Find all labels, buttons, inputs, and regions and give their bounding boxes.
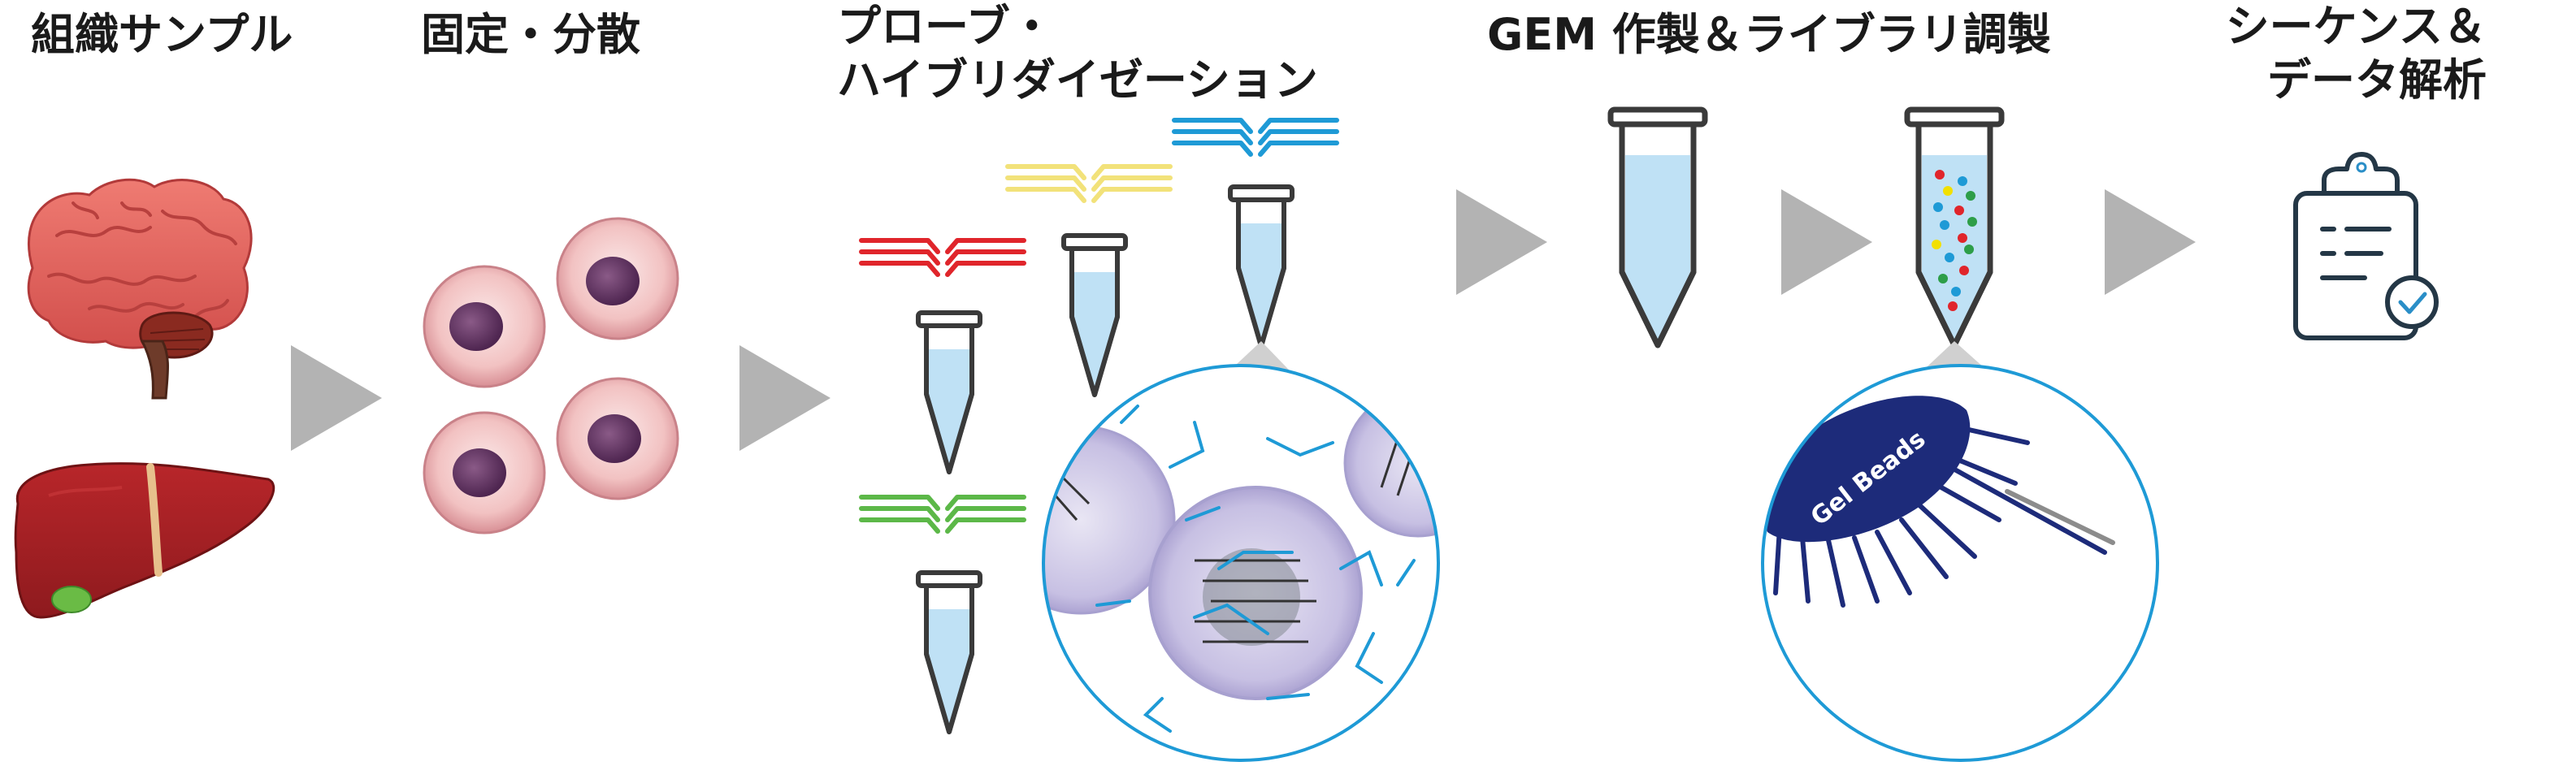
cell-top-right bbox=[556, 217, 679, 340]
brain-icon bbox=[27, 178, 253, 400]
probe-set-red bbox=[859, 238, 1026, 277]
droplet bbox=[1967, 217, 1977, 227]
arrow-1 bbox=[291, 345, 382, 451]
probe-set-blue bbox=[1172, 118, 1339, 157]
clipboard-check-icon bbox=[2293, 152, 2439, 340]
step-label-probe-line1: プローブ・ bbox=[837, 1, 1054, 52]
step-label-seq-line1: シーケンス＆ bbox=[2225, 1, 2487, 52]
probe-set-yellow bbox=[1005, 164, 1173, 203]
tube-gem-empty bbox=[1611, 110, 1705, 345]
droplet bbox=[1958, 233, 1967, 243]
cell-bottom-right bbox=[556, 377, 679, 500]
droplet bbox=[1954, 206, 1964, 215]
droplet bbox=[1932, 240, 1941, 249]
cell-top-left bbox=[423, 265, 546, 388]
droplet bbox=[1940, 220, 1949, 230]
step-label-sequencing-analysis: シーケンス＆ データ解析 bbox=[2226, 0, 2487, 107]
gem-droplets bbox=[1932, 170, 1977, 311]
cell-bottom-left bbox=[423, 411, 546, 534]
liver-icon bbox=[14, 462, 275, 619]
step-label-seq-line2: データ解析 bbox=[2267, 54, 2487, 106]
droplet bbox=[1951, 287, 1961, 296]
arrow-5 bbox=[2105, 189, 2196, 295]
droplet bbox=[1943, 186, 1953, 196]
step-label-probe-hybridization: プローブ・ ハイブリダイゼーション bbox=[837, 0, 1318, 107]
droplet bbox=[1933, 202, 1943, 212]
step-label-gem-library: GEM 作製＆ライブラリ調製 bbox=[1487, 9, 2051, 60]
droplet bbox=[1935, 170, 1945, 180]
droplet bbox=[1959, 266, 1969, 275]
arrow-4 bbox=[1781, 189, 1872, 295]
step-label-fixation-dissociation: 固定・分散 bbox=[421, 9, 640, 60]
droplet bbox=[1945, 253, 1954, 262]
tube-green bbox=[918, 573, 980, 732]
droplet bbox=[1938, 274, 1948, 283]
tube-yellow bbox=[1064, 236, 1125, 395]
step-label-probe-line2: ハイブリダイゼーション bbox=[837, 54, 1318, 106]
step-label-tissue-sample: 組織サンプル bbox=[31, 9, 293, 60]
droplet bbox=[1958, 176, 1967, 186]
droplet bbox=[1964, 245, 1974, 254]
arrow-2 bbox=[739, 345, 830, 451]
arrow-3 bbox=[1456, 189, 1547, 295]
zoom-circle-hybridization bbox=[1042, 364, 1440, 762]
zoom-circle-gel-beads: Gel Beads bbox=[1761, 364, 2159, 762]
droplet bbox=[1948, 301, 1958, 311]
droplet bbox=[1966, 191, 1975, 201]
tube-red bbox=[918, 313, 980, 472]
probe-set-green bbox=[859, 495, 1026, 534]
tube-blue bbox=[1230, 187, 1292, 346]
